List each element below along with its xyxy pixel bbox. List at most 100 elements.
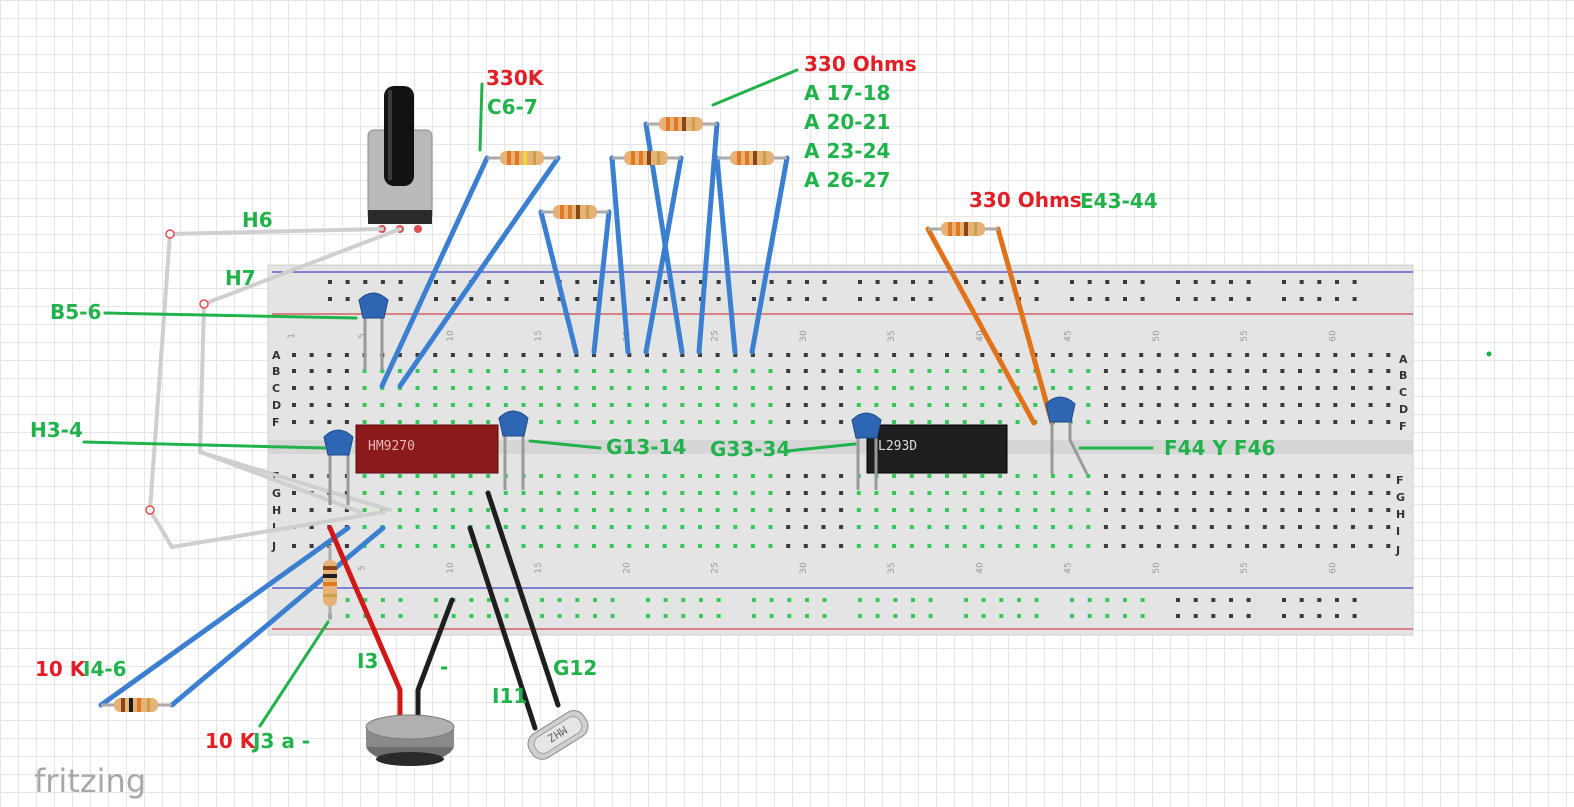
breadboard-hole xyxy=(892,525,897,529)
breadboard-hole xyxy=(1368,420,1373,424)
breadboard-hole xyxy=(1070,297,1074,301)
breadboard-hole xyxy=(998,386,1002,390)
breadboard-hole xyxy=(911,598,915,602)
breadboard-hole xyxy=(927,420,932,424)
breadboard-hole xyxy=(1299,280,1304,284)
breadboard-hole xyxy=(803,544,808,548)
breadboard-hole xyxy=(962,491,967,495)
breadboard-hole xyxy=(504,297,509,301)
breadboard-hole xyxy=(1333,491,1338,495)
breadboard-hole xyxy=(433,403,438,407)
breadboard-hole xyxy=(292,508,296,512)
breadboard-hole xyxy=(821,474,826,478)
breadboard-hole xyxy=(1192,474,1197,478)
breadboard-hole xyxy=(1351,386,1355,390)
breadboard-hole xyxy=(1068,474,1073,478)
breadboard-hole xyxy=(698,403,702,407)
breadboard-hole xyxy=(434,297,438,301)
breadboard-hole xyxy=(715,508,720,512)
row-letter: B xyxy=(272,365,280,378)
breadboard-hole xyxy=(1050,474,1055,478)
breadboard-hole xyxy=(699,598,703,602)
breadboard-hole xyxy=(962,386,967,390)
breadboard-hole xyxy=(627,474,632,478)
breadboard-hole xyxy=(768,525,773,529)
breadboard-hole xyxy=(593,280,597,284)
breadboard-hole xyxy=(750,491,755,495)
breadboard-hole xyxy=(874,369,879,373)
breadboard-hole xyxy=(1209,403,1214,407)
breadboard-hole xyxy=(909,525,914,529)
breadboard-hole xyxy=(609,474,614,478)
breadboard-hole xyxy=(750,386,755,390)
breadboard-hole xyxy=(1211,280,1216,284)
breadboard-hole xyxy=(1211,614,1216,618)
breadboard-hole xyxy=(856,386,861,390)
breadboard-hole xyxy=(681,297,686,301)
breadboard-hole xyxy=(344,508,349,512)
breadboard-hole xyxy=(397,353,402,357)
breadboard-hole xyxy=(874,403,879,407)
breadboard-hole xyxy=(1280,544,1285,548)
breadboard-hole xyxy=(769,297,774,301)
breadboard-hole xyxy=(1262,420,1267,424)
label-minus: - xyxy=(440,655,448,679)
breadboard-hole xyxy=(1280,474,1285,478)
breadboard-hole xyxy=(998,420,1002,424)
breadboard-hole xyxy=(1033,403,1038,407)
breadboard-hole xyxy=(1351,491,1355,495)
breadboard-hole xyxy=(450,491,455,495)
breadboard-hole xyxy=(451,280,456,284)
breadboard-hole xyxy=(892,369,897,373)
breadboard-hole xyxy=(486,353,491,357)
breadboard-hole xyxy=(1333,386,1338,390)
breadboard-hole xyxy=(380,491,385,495)
breadboard-hole xyxy=(592,353,596,357)
breadboard-hole xyxy=(892,474,897,478)
breadboard-hole xyxy=(344,403,349,407)
breadboard-hole xyxy=(1262,369,1267,373)
breadboard-hole xyxy=(1335,280,1339,284)
breadboard-hole xyxy=(892,508,897,512)
breadboard-hole xyxy=(803,386,808,390)
breadboard-hole xyxy=(1017,614,1021,618)
breadboard-hole xyxy=(1139,525,1144,529)
annotation-leaders xyxy=(82,68,1492,728)
breadboard-hole xyxy=(874,544,879,548)
breadboard-hole xyxy=(609,491,614,495)
breadboard-hole xyxy=(469,598,474,602)
breadboard-hole xyxy=(964,598,968,602)
breadboard-hole xyxy=(821,491,826,495)
breadboard-hole xyxy=(1105,280,1110,284)
breadboard-hole xyxy=(556,474,561,478)
breadboard-hole xyxy=(1262,525,1267,529)
breadboard-hole xyxy=(1017,598,1021,602)
breadboard-hole xyxy=(858,598,862,602)
breadboard-hole xyxy=(980,353,985,357)
breadboard-hole xyxy=(1245,369,1250,373)
breadboard-hole xyxy=(1333,420,1338,424)
breadboard-hole xyxy=(450,420,455,424)
breadboard-hole xyxy=(1209,369,1214,373)
breadboard-hole xyxy=(698,544,702,548)
breadboard-hole xyxy=(1317,280,1322,284)
breadboard-hole xyxy=(468,508,473,512)
breadboard-hole xyxy=(1192,508,1197,512)
breadboard-hole xyxy=(1068,353,1073,357)
label-10k-a: 10 K xyxy=(35,657,87,681)
breadboard-hole xyxy=(1174,353,1179,357)
resistors xyxy=(101,117,998,712)
breadboard-hole xyxy=(1368,491,1373,495)
breadboard-hole xyxy=(715,474,720,478)
breadboard-hole xyxy=(1299,598,1304,602)
breadboard-hole xyxy=(1140,614,1145,618)
breadboard-hole xyxy=(1386,525,1391,529)
breadboard-hole xyxy=(556,403,561,407)
breadboard-hole xyxy=(468,403,473,407)
breadboard-hole xyxy=(1227,525,1232,529)
breadboard-hole xyxy=(893,614,898,618)
breadboard-hole xyxy=(839,474,844,478)
breadboard-hole xyxy=(750,403,755,407)
breadboard-hole xyxy=(503,403,508,407)
